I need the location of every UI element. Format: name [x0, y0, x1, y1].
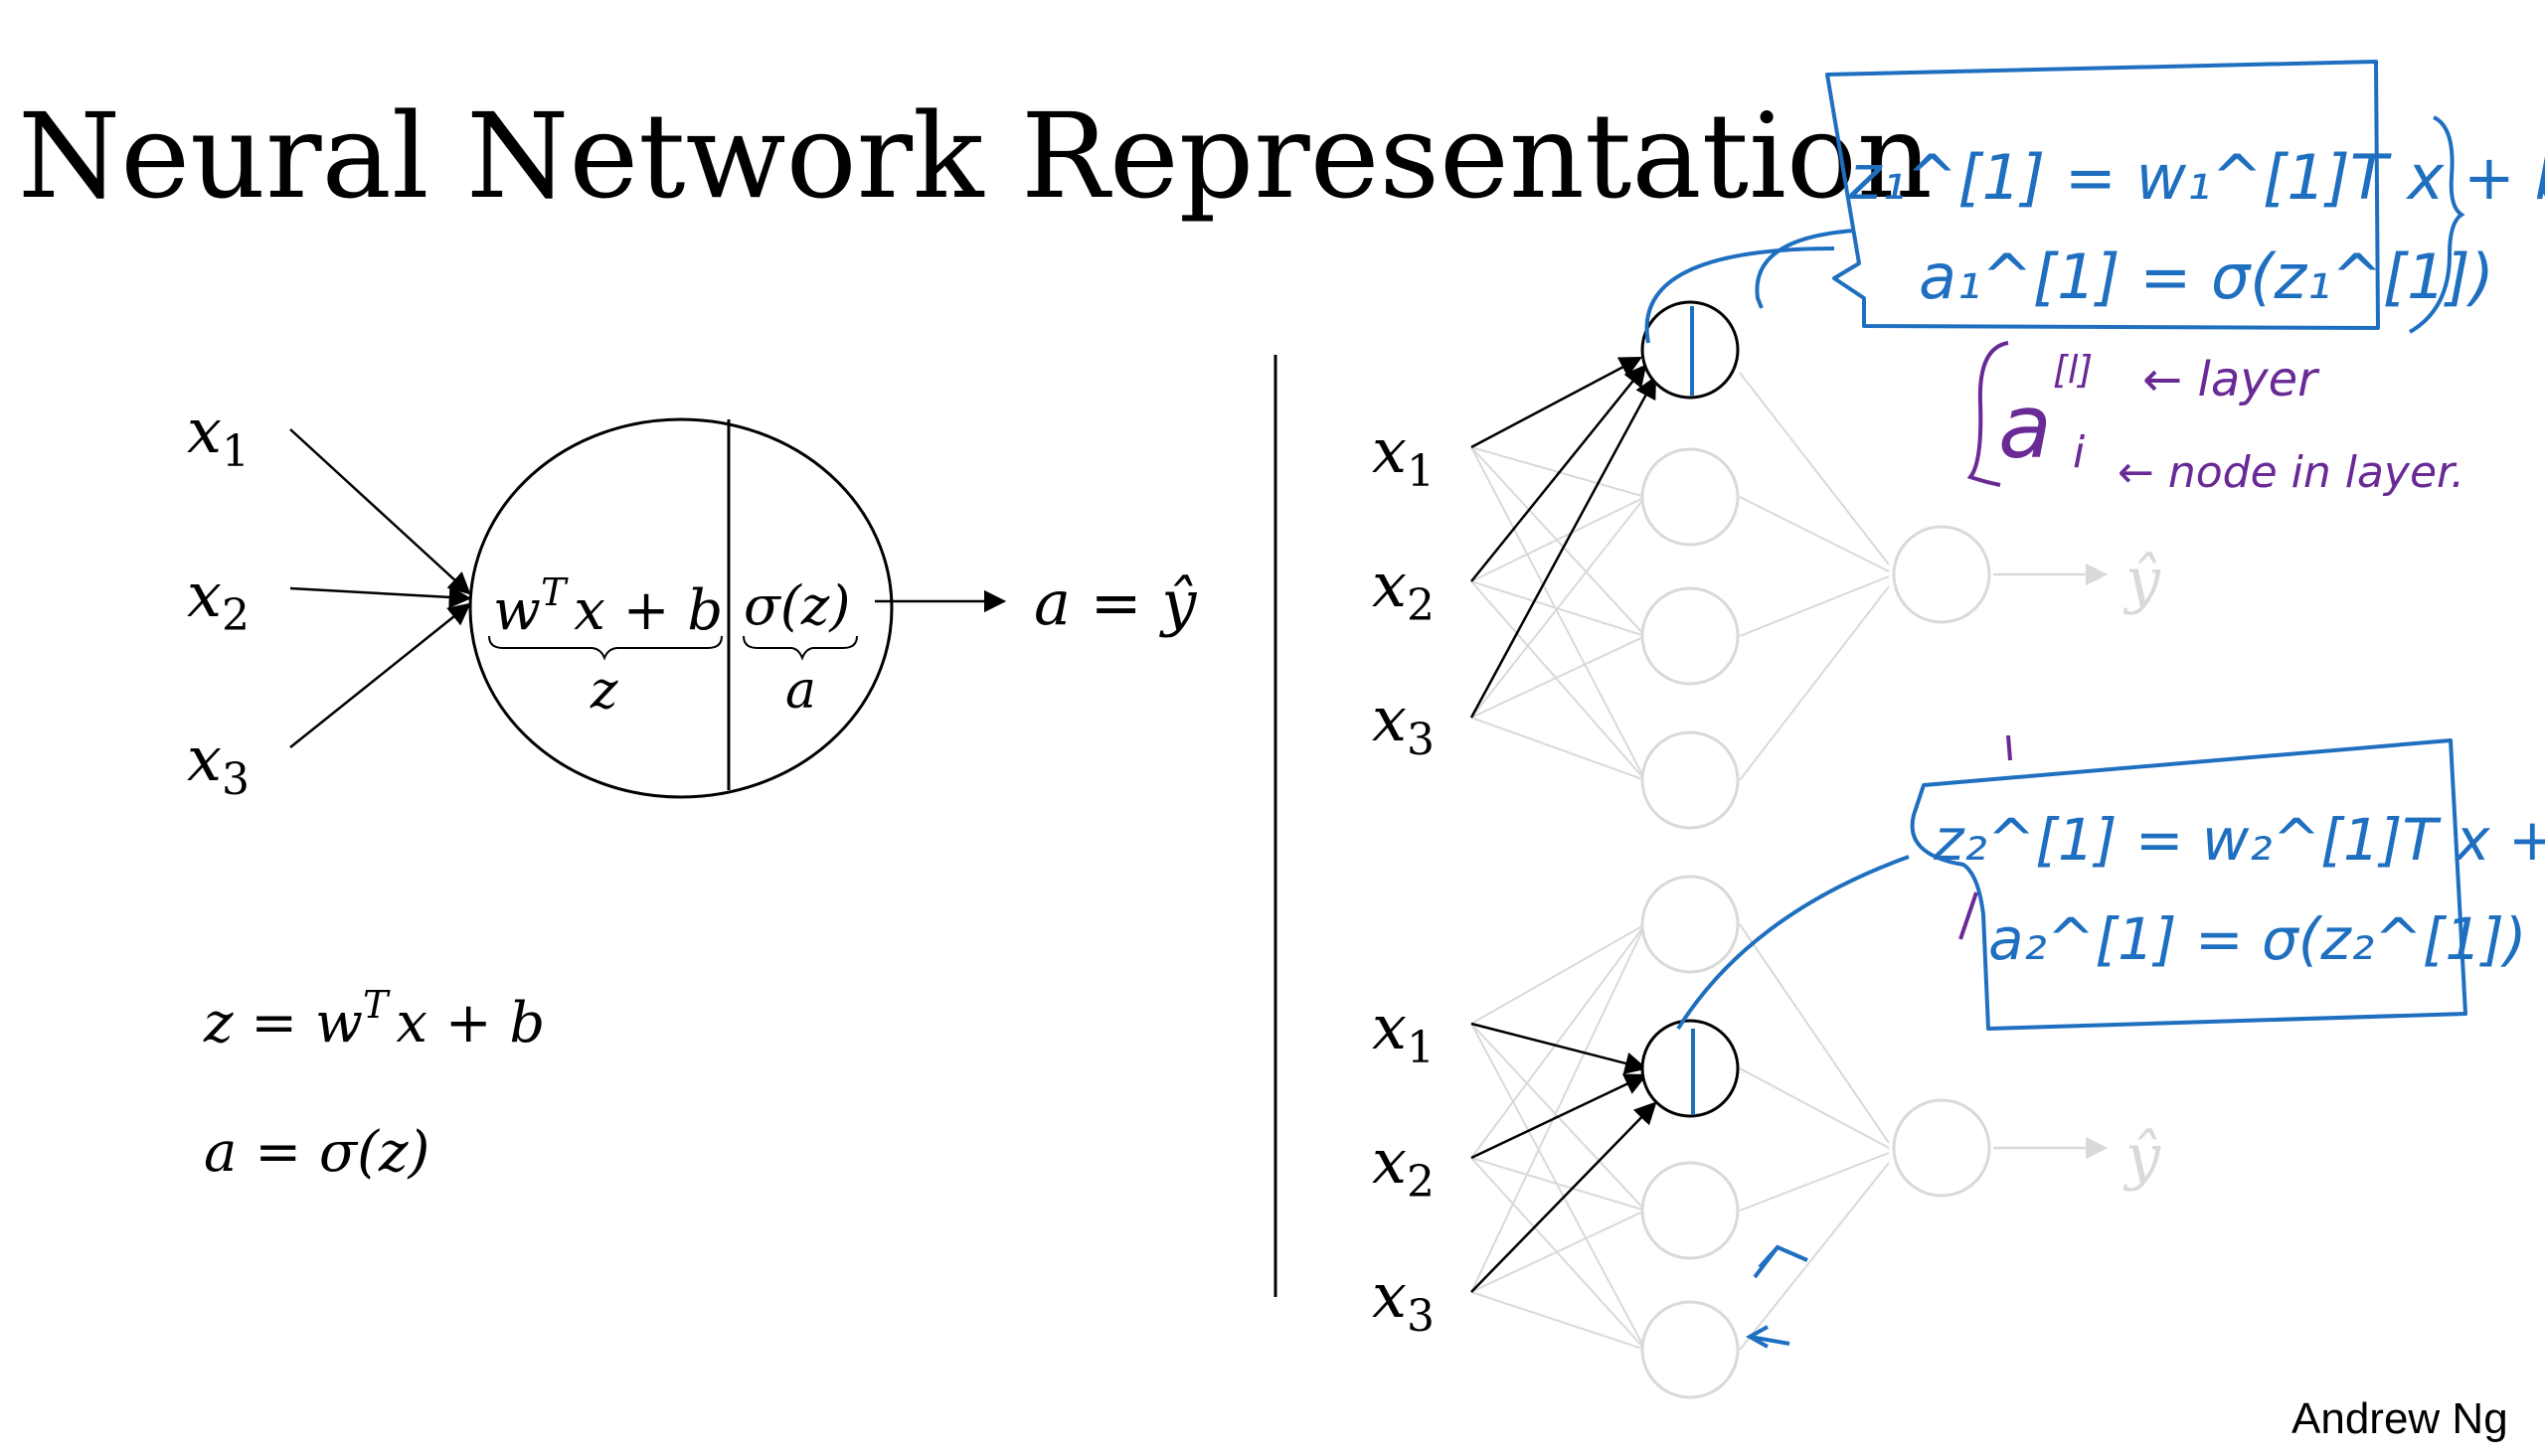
handwritten-annotations: z₁^[1] = w₁^[1]T x + b₁^[1] a₁^[1] = σ(z… — [1644, 60, 2545, 1349]
arrow-x3-to-neuron — [289, 602, 471, 748]
legend-sub: i — [2073, 427, 2086, 478]
bottom-arrow-x2-node2 — [1470, 1073, 1648, 1160]
legend-symbol: a — [1998, 376, 2052, 478]
input-x1: x1 — [187, 395, 250, 477]
annotation-box2-line2: a₂^[1] = σ(z₂^[1]) — [1988, 905, 2526, 973]
annotation-link-1a — [1755, 229, 1855, 309]
neuron-activation-label: σ(z) — [744, 574, 850, 637]
bottom-hidden-node-2 — [1640, 1019, 1740, 1118]
bottom-output-yhat: ŷ — [2122, 1120, 2161, 1193]
annotation-brace-1 — [2408, 115, 2465, 334]
bottom-output-node — [1892, 1098, 1991, 1198]
author-name: Andrew Ng — [2291, 1394, 2508, 1443]
annotation-box2-line1: z₂^[1] = w₂^[1]T x + b₂^[1] — [1933, 806, 2545, 874]
output-label: a = ŷ — [1034, 566, 1197, 639]
input-x3: x3 — [187, 723, 250, 805]
bottom-input-x2: x2 — [1372, 1125, 1435, 1208]
scribble-arrow-1 — [1753, 1244, 1808, 1279]
network-top-ghost-edges — [1470, 372, 2103, 781]
top-arrow-x2-node1 — [1470, 364, 1647, 582]
annotation-link-1b — [1644, 246, 1835, 344]
arrow-x2-to-neuron — [289, 585, 472, 609]
legend-bracket — [1966, 341, 2009, 487]
top-arrow-x3-node1 — [1469, 376, 1657, 719]
brace-activation — [743, 635, 858, 661]
bottom-hidden-node-1 — [1640, 875, 1740, 974]
annotation-link-2 — [1676, 855, 1910, 1031]
input-x2: x2 — [187, 559, 250, 641]
bottom-arrow-x3-node2 — [1470, 1101, 1657, 1293]
bottom-hidden-node-3 — [1640, 1161, 1740, 1260]
arrow-x1-to-neuron — [289, 428, 471, 595]
top-input-x3: x3 — [1372, 683, 1435, 765]
top-hidden-node-3 — [1640, 586, 1740, 686]
slide-title: Neural Network Representation — [18, 87, 1933, 225]
network-top: x1 x2 x3 ŷ — [1372, 300, 2161, 830]
top-arrow-x1-node1 — [1470, 356, 1642, 449]
annotation-up-mark — [1958, 891, 1978, 940]
top-hidden-node-4 — [1640, 730, 1740, 830]
annotation-box1-line2: a₁^[1] = σ(z₁^[1]) — [1919, 241, 2494, 313]
legend-node: ← node in layer. — [2118, 447, 2464, 498]
bottom-input-x3: x3 — [1372, 1259, 1435, 1342]
scribble-arrow-2 — [1745, 1325, 1790, 1349]
neuron-circle — [468, 417, 894, 799]
annotation-box-1 — [1825, 60, 2380, 330]
network-bottom: x1 x2 x3 ŷ — [1372, 875, 2161, 1399]
legend-layer: ← layer — [2142, 352, 2320, 407]
brace-linear — [488, 635, 723, 661]
brace-label-z: z — [590, 661, 618, 721]
annotation-down-mark — [2006, 734, 2012, 761]
network-bottom-ghost-edges — [1470, 923, 1890, 1351]
bottom-hidden-node-4 — [1640, 1300, 1740, 1399]
top-output-yhat: ŷ — [2122, 544, 2161, 616]
equation-a: a = σ(z) — [204, 1120, 429, 1185]
annotation-box1-line1: z₁^[1] = w₁^[1]T x + b₁^[1] — [1848, 141, 2545, 214]
top-input-x2: x2 — [1372, 549, 1435, 631]
top-hidden-node-2 — [1640, 447, 1740, 547]
bottom-input-x1: x1 — [1372, 991, 1435, 1073]
top-input-x1: x1 — [1372, 414, 1435, 497]
bottom-arrow-x1-node2 — [1470, 1022, 1648, 1074]
top-output-node — [1892, 525, 1991, 624]
annotation-box-2 — [1910, 738, 2467, 1031]
brace-label-a: a — [785, 661, 816, 721]
legend-super: [l] — [2053, 348, 2093, 392]
